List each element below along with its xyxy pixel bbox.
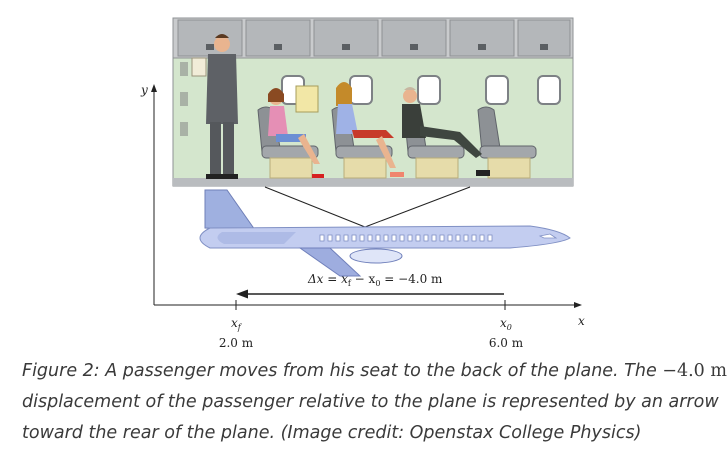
figure-caption: Figure 2: A passenger moves from his sea… [22,356,727,449]
caption-line-1: Figure 2: A passenger moves from his sea… [22,356,727,387]
marker-xf-sub: f [237,323,243,332]
x-axis-label: x [578,314,585,328]
displacement-value: = −4.0 m [380,272,443,286]
caption-line-2: displacement of the passenger relative t… [22,392,719,412]
coordinate-axes [151,84,582,308]
passenger-displacement-figure: y x Δx = xf − x0 = −4.0 m xf 2.0 m x0 6.… [140,17,585,350]
cabin-illustration [172,17,574,187]
marker-x0-sub: 0 [507,323,512,332]
y-axis-label: y [140,83,148,97]
caption-line-3: toward the rear of the plane. (Image cre… [22,423,642,443]
marker-x0-symbol: x [500,316,507,330]
standing-passenger [191,34,238,179]
seated-passenger-1 [268,85,324,178]
marker-xf-value: 2.0 m [219,336,254,350]
seated-passenger-2 [336,82,404,177]
displacement-label-start: Δx = x [307,272,348,286]
position-markers [235,300,506,310]
caption-math: −4.0 m [662,361,727,381]
displacement-arrow [236,289,504,299]
displacement-sub-0: 0 [375,279,380,288]
marker-x0-label: x0 [500,316,512,332]
displacement-sub-f: f [348,279,352,288]
displacement-mid: − x [351,272,376,286]
caption-line-1-text: Figure 2: A passenger moves from his sea… [22,361,663,381]
marker-xf-symbol: x [231,316,238,330]
marker-xf-label: xf [231,316,243,332]
seated-passenger-3 [402,87,490,176]
displacement-label: Δx = xf − x0 = −4.0 m [307,272,443,288]
marker-x0-value: 6.0 m [489,336,524,350]
airplane [199,189,571,277]
